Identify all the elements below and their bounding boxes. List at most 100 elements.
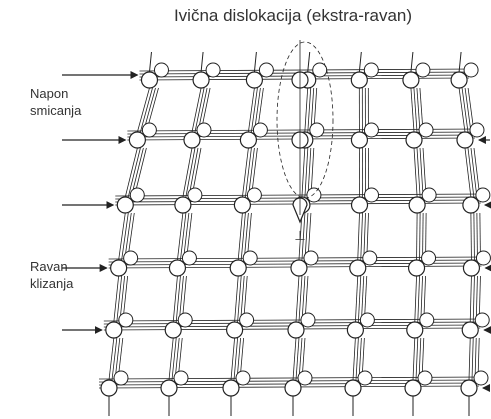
atom: [301, 313, 315, 327]
bond-vertical: [305, 148, 308, 197]
bond-vertical: [358, 276, 360, 322]
bond-vertical: [471, 213, 472, 260]
dislocation-symbol: ⊥: [294, 229, 305, 244]
bond-vertical: [358, 213, 360, 260]
bond-vertical: [470, 276, 471, 322]
atom: [161, 380, 177, 396]
bond-vertical: [418, 276, 420, 322]
bond-stub: [201, 52, 203, 72]
atom: [422, 251, 436, 265]
atom: [298, 371, 312, 385]
bond-stub: [254, 52, 256, 72]
atom: [184, 132, 200, 148]
atom: [175, 197, 191, 213]
atom: [347, 322, 363, 338]
atom: [403, 72, 419, 88]
atom: [420, 313, 434, 327]
bond-vertical: [477, 213, 478, 260]
atom: [130, 188, 144, 202]
bond-vertical: [356, 338, 358, 380]
atom: [457, 132, 473, 148]
bond-vertical: [420, 148, 423, 197]
atom: [240, 313, 254, 327]
bond-vertical: [472, 338, 473, 380]
atom: [124, 251, 138, 265]
atom: [409, 197, 425, 213]
atom: [350, 260, 366, 276]
atom: [154, 63, 168, 77]
atom: [142, 123, 156, 137]
atom: [405, 380, 421, 396]
atom: [475, 313, 489, 327]
atom: [352, 197, 368, 213]
bond-vertical: [465, 88, 471, 132]
atom: [101, 380, 117, 396]
atom: [476, 251, 490, 265]
bond-vertical: [296, 276, 299, 322]
bond-vertical: [413, 338, 415, 380]
bond-vertical: [471, 148, 477, 197]
bond-vertical: [293, 338, 296, 380]
atom: [197, 123, 211, 137]
lattice-bonds: [99, 52, 487, 416]
atom: [111, 260, 127, 276]
atom: [129, 132, 145, 148]
bond-vertical: [459, 88, 465, 132]
bond-vertical: [177, 213, 182, 260]
atom: [365, 188, 379, 202]
bond-vertical: [415, 276, 417, 322]
atom: [358, 371, 372, 385]
atom: [461, 380, 477, 396]
bond-vertical: [468, 148, 474, 197]
atom: [253, 123, 267, 137]
atom: [188, 188, 202, 202]
bond-vertical: [353, 338, 355, 380]
atom: [462, 322, 478, 338]
atom: [178, 313, 192, 327]
atom: [416, 63, 430, 77]
atom: [419, 123, 433, 137]
bond-vertical: [248, 88, 254, 132]
atom: [174, 371, 188, 385]
bond-vertical: [417, 148, 420, 197]
atom: [236, 371, 250, 385]
atom: [288, 322, 304, 338]
atom: [451, 72, 467, 88]
atom: [310, 123, 324, 137]
atom: [476, 188, 490, 202]
atom: [345, 380, 361, 396]
atom: [285, 380, 301, 396]
bond-vertical: [420, 213, 421, 260]
atom: [463, 197, 479, 213]
bond-vertical: [474, 213, 475, 260]
bond-vertical: [469, 338, 470, 380]
atom: [106, 322, 122, 338]
bond-vertical: [302, 148, 305, 197]
atom: [422, 188, 436, 202]
atom: [193, 72, 209, 88]
atom: [363, 251, 377, 265]
bond-vertical: [296, 338, 299, 380]
bond-vertical: [414, 88, 417, 132]
bond-vertical: [416, 338, 418, 380]
atom: [169, 260, 185, 276]
atom: [117, 197, 133, 213]
atom: [291, 260, 307, 276]
bond-stub: [308, 52, 310, 72]
atom: [182, 251, 196, 265]
atom: [364, 123, 378, 137]
atom: [351, 72, 367, 88]
bond-vertical: [417, 213, 418, 260]
atom: [464, 63, 478, 77]
atom: [418, 371, 432, 385]
atom: [351, 132, 367, 148]
atom: [360, 313, 374, 327]
atom: [406, 132, 422, 148]
atom: [234, 197, 250, 213]
bond-stub: [149, 52, 151, 72]
atom: [165, 322, 181, 338]
atom: [304, 251, 318, 265]
bond-vertical: [308, 88, 311, 132]
bond-vertical: [119, 213, 126, 260]
